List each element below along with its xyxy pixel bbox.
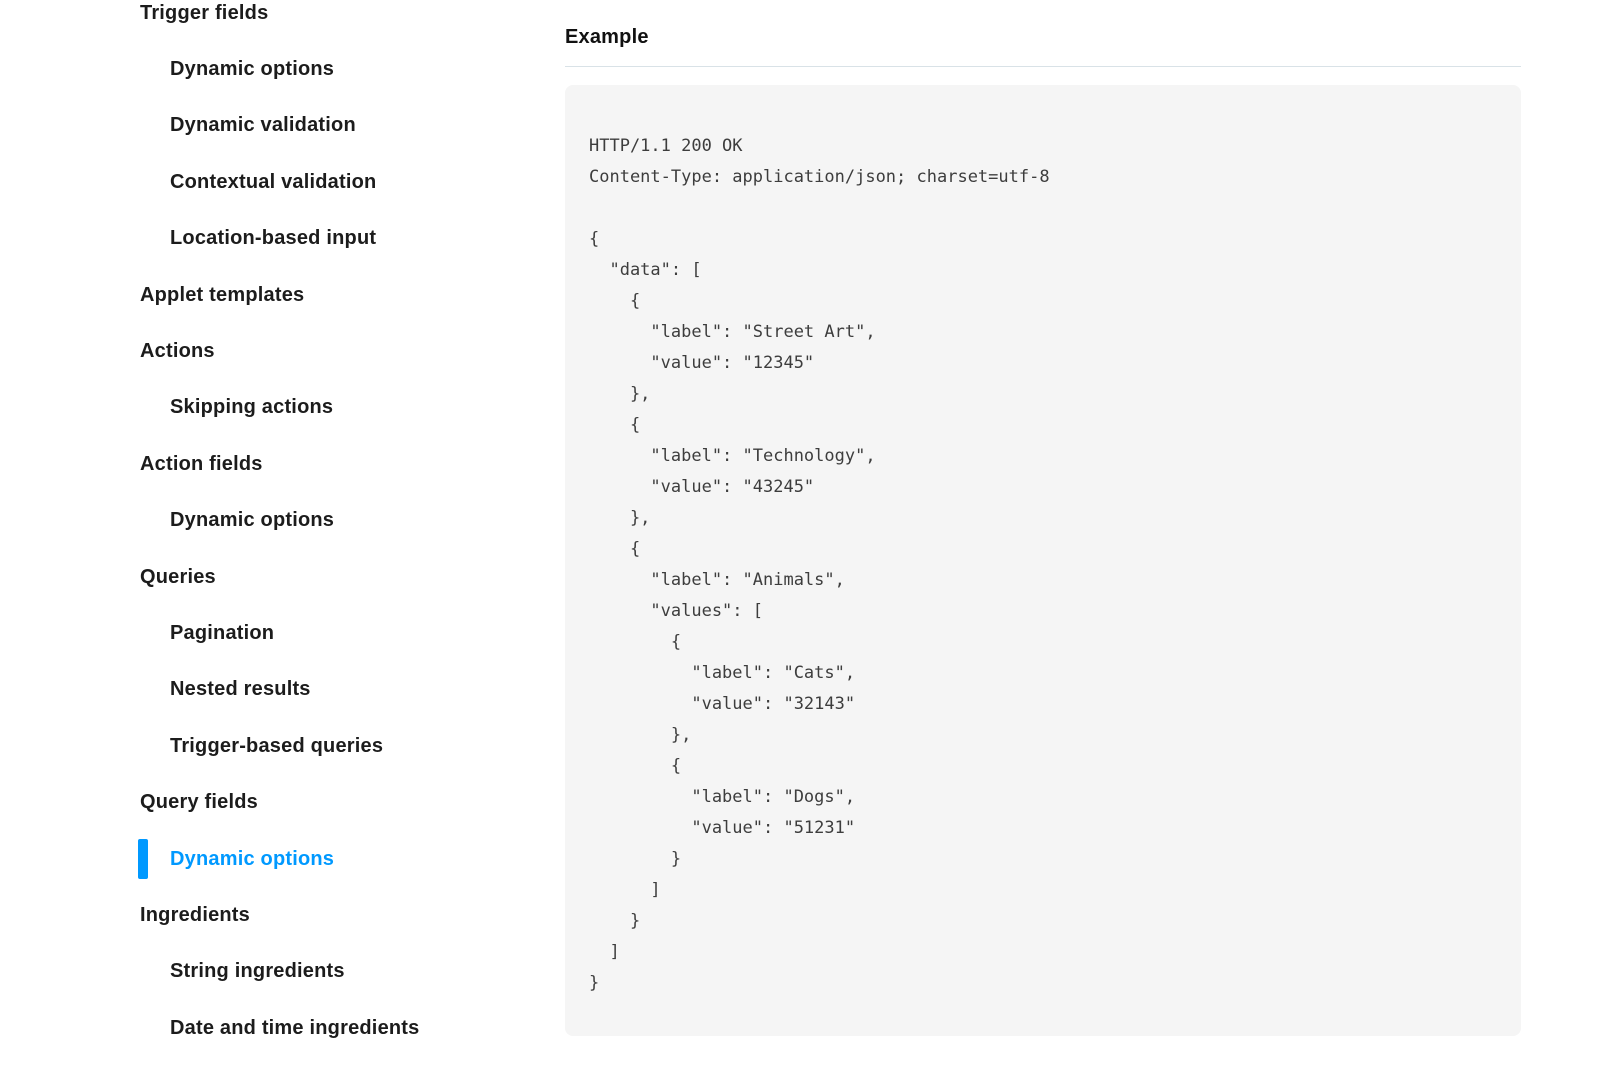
sidebar-item-label: Ingredients xyxy=(140,903,250,926)
sidebar-item-ingredients[interactable]: Ingredients xyxy=(0,887,520,943)
sidebar-item-contextual-validation[interactable]: Contextual validation xyxy=(0,154,520,210)
heading-divider xyxy=(565,66,1521,67)
code-example-block: HTTP/1.1 200 OK Content-Type: applicatio… xyxy=(565,85,1521,1036)
sidebar-item-label: Action fields xyxy=(140,452,263,475)
sidebar-item-label: Pagination xyxy=(170,621,275,644)
sidebar-item-applet-templates[interactable]: Applet templates xyxy=(0,267,520,323)
sidebar-item-label: Nested results xyxy=(170,678,311,701)
sidebar-item-action-fields[interactable]: Action fields xyxy=(0,436,520,492)
sidebar-item-string-ingredients[interactable]: String ingredients xyxy=(0,944,520,1000)
sidebar-item-dynamic-options[interactable]: Dynamic options xyxy=(0,41,520,97)
sidebar-item-label: Dynamic options xyxy=(170,58,335,81)
sidebar-item-trigger-fields[interactable]: Trigger fields xyxy=(0,0,520,41)
sidebar-item-label: Queries xyxy=(140,565,216,588)
sidebar-item-label: Trigger fields xyxy=(140,1,269,24)
active-item-indicator xyxy=(138,839,148,880)
sidebar-item-date-and-time-ingredients[interactable]: Date and time ingredients xyxy=(0,1000,520,1056)
section-heading: Example xyxy=(565,26,649,48)
sidebar-item-actions[interactable]: Actions xyxy=(0,323,520,379)
sidebar-item-label: Date and time ingredients xyxy=(170,1016,420,1039)
sidebar-item-label: Actions xyxy=(140,340,215,363)
sidebar-item-label: String ingredients xyxy=(170,960,345,983)
code-example-text: HTTP/1.1 200 OK Content-Type: applicatio… xyxy=(589,136,1050,993)
sidebar-item-nested-results[interactable]: Nested results xyxy=(0,662,520,718)
sidebar-item-location-based-input[interactable]: Location-based input xyxy=(0,211,520,267)
sidebar-item-label: Skipping actions xyxy=(170,396,334,419)
sidebar-item-label: Contextual validation xyxy=(170,170,377,193)
sidebar-item-query-fields[interactable]: Query fields xyxy=(0,774,520,830)
sidebar-item-pagination[interactable]: Pagination xyxy=(0,605,520,661)
sidebar-item-dynamic-validation[interactable]: Dynamic validation xyxy=(0,98,520,154)
sidebar-item-queries[interactable]: Queries xyxy=(0,549,520,605)
sidebar-item-dynamic-options[interactable]: Dynamic options xyxy=(0,493,520,549)
sidebar-item-label: Trigger-based queries xyxy=(170,734,384,757)
sidebar-item-label: Dynamic validation xyxy=(170,114,356,137)
sidebar-item-label: Query fields xyxy=(140,791,258,814)
sidebar-item-label: Dynamic options xyxy=(170,847,335,870)
main-content: Example HTTP/1.1 200 OK Content-Type: ap… xyxy=(565,0,1521,1036)
sidebar-item-label: Applet templates xyxy=(140,283,305,306)
sidebar-item-skipping-actions[interactable]: Skipping actions xyxy=(0,380,520,436)
sidebar-item-dynamic-options[interactable]: Dynamic options xyxy=(0,831,520,887)
sidebar-item-trigger-based-queries[interactable]: Trigger-based queries xyxy=(0,718,520,774)
sidebar-item-label: Dynamic options xyxy=(170,509,335,532)
sidebar-item-label: Location-based input xyxy=(170,227,377,250)
